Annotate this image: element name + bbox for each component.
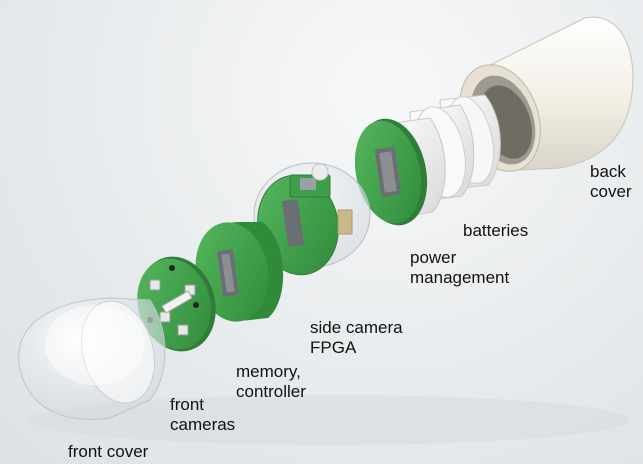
label-back-cover: back cover [590,162,632,201]
label-memory-controller: memory, controller [236,362,306,401]
label-batteries: batteries [463,221,529,240]
floor-reflection [30,395,630,445]
label-front-cameras: front cameras [170,395,236,434]
label-power-management: power management [410,248,510,287]
label-front-cover: front cover [68,442,149,461]
front-cover-dome [18,297,166,420]
power-management-board [354,118,428,226]
side-camera-fpga-module [253,162,371,276]
label-side-camera-fpga: side camera FPGA [310,318,403,357]
